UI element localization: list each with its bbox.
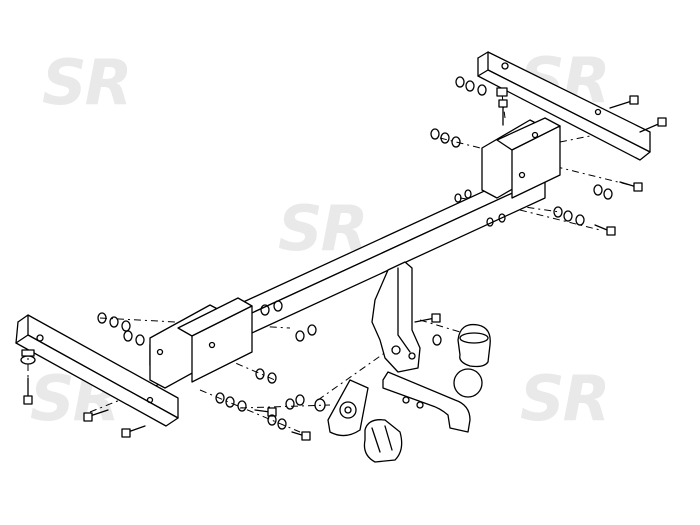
bolts [23, 95, 667, 441]
bolt [498, 99, 508, 126]
tow-ball-cap [457, 323, 491, 368]
nut [97, 312, 107, 324]
bolt [414, 313, 441, 323]
washers-and-nuts [20, 76, 613, 430]
bolt [609, 95, 639, 109]
right-mounting-plate [481, 117, 561, 199]
nut [603, 188, 613, 200]
right-side-bracket [477, 51, 651, 161]
bolt [594, 224, 616, 236]
bolt [23, 377, 33, 405]
bolt [291, 431, 311, 441]
ball-mount-bracket [371, 261, 421, 373]
nut [575, 214, 585, 226]
nut [430, 128, 440, 140]
washer [553, 206, 563, 218]
watermark-bottom-right: SR [520, 362, 608, 435]
bolt [121, 425, 146, 438]
washer [593, 184, 603, 196]
bolt [639, 117, 667, 133]
nut [563, 210, 573, 222]
bolt [619, 181, 643, 192]
tow-ball-arm [382, 368, 483, 433]
nut [440, 132, 450, 144]
electrical-socket [327, 379, 403, 463]
washer [451, 136, 461, 148]
watermark-top-left: SR [42, 46, 130, 119]
nut [465, 80, 475, 92]
bolt [254, 407, 277, 417]
left-mounting-plate [149, 297, 253, 389]
spacer [496, 87, 508, 97]
washer [121, 320, 131, 332]
left-side-bracket [15, 314, 179, 427]
bolt [83, 409, 109, 422]
nut [109, 316, 119, 328]
nut [455, 76, 465, 88]
washer [477, 84, 487, 96]
